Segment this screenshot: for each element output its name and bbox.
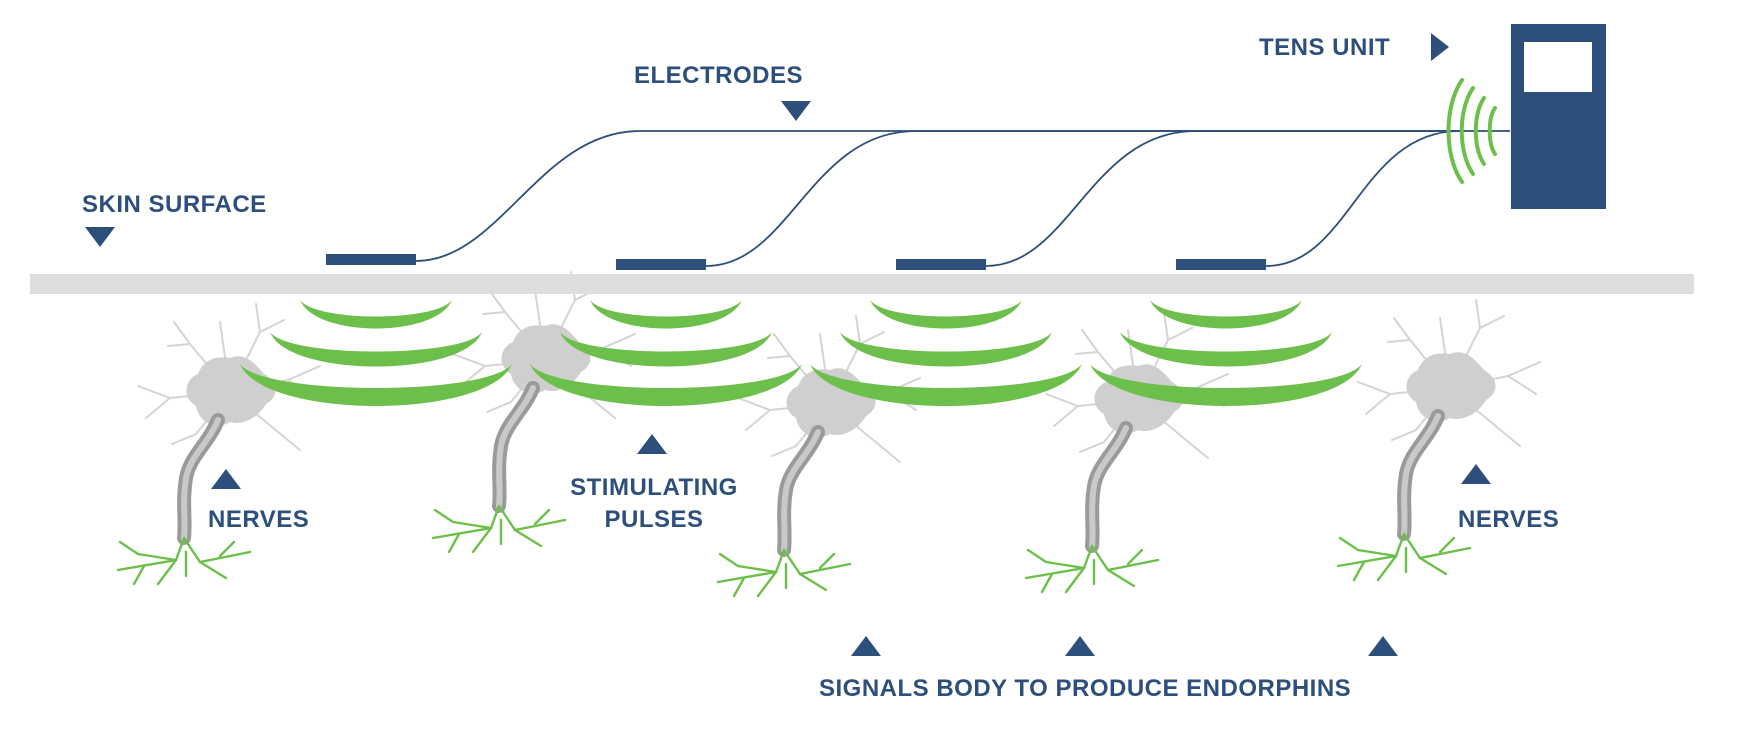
nerves-label-right: NERVES: [1458, 506, 1560, 533]
triangle-pointer-icon: [1461, 464, 1491, 484]
skin-surface-label: SKIN SURFACE: [82, 191, 267, 218]
triangle-pointer-icon: [851, 636, 881, 656]
electrode-pad: [1176, 259, 1266, 270]
pulse-wave-icon: [240, 300, 512, 406]
stimulating-pulses-label-line2: PULSES: [604, 506, 704, 533]
triangle-pointer-icon: [1368, 636, 1398, 656]
tens-unit-label: TENS UNIT: [1259, 34, 1391, 61]
electrode-pad: [896, 259, 986, 270]
signals-endorphins-label: SIGNALS BODY TO PRODUCE ENDORPHINS: [819, 675, 1352, 702]
electrodes: [326, 254, 1266, 270]
nerves-label-left: NERVES: [208, 506, 310, 533]
tens-device-icon: [1446, 24, 1606, 209]
skin-surface-band: [30, 274, 1694, 294]
stimulating-pulses-label-line1: STIMULATING: [570, 474, 738, 501]
triangle-pointer-icon: [1065, 636, 1095, 656]
electrode-wires: [415, 130, 1510, 267]
electrode-pad: [616, 259, 706, 270]
stimulating-pulses-label: STIMULATING PULSES: [544, 472, 764, 536]
triangle-pointer-icon: [211, 469, 241, 489]
pulse-wave-icon: [810, 300, 1082, 406]
triangle-pointer-icon: [1431, 33, 1449, 61]
electrodes-label: ELECTRODES: [634, 62, 804, 89]
signal-waves-icon: [1446, 78, 1497, 184]
triangle-pointer-icon: [781, 101, 811, 121]
triangle-pointer-icon: [85, 227, 115, 247]
electrode-pad: [326, 254, 416, 265]
triangle-pointer-icon: [637, 434, 667, 454]
neuron-icon: [1338, 300, 1540, 580]
